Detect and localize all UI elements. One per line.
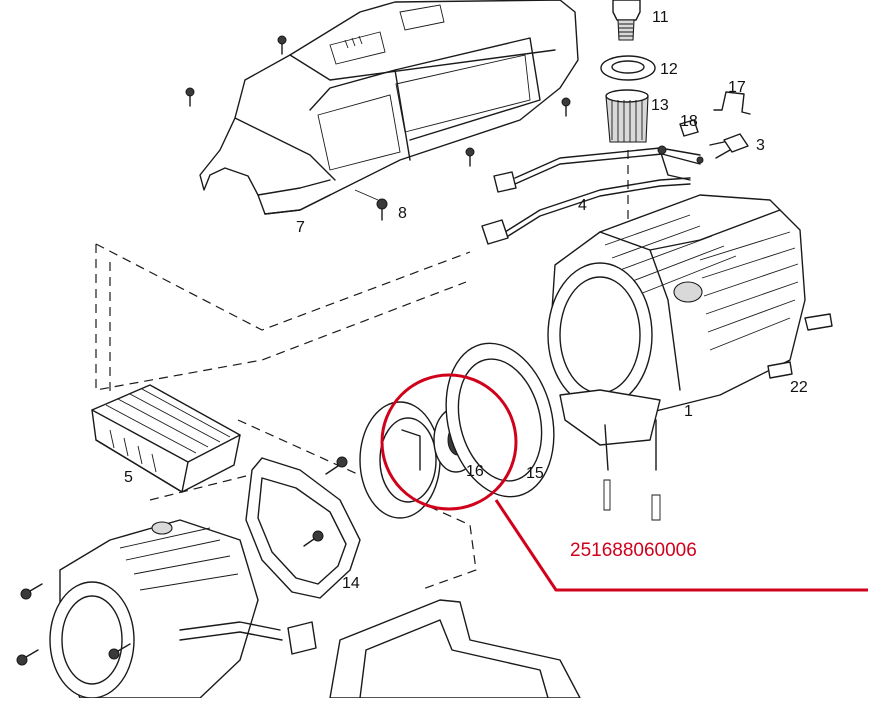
callout-leader-line [494,499,868,592]
label-12: 12 [660,61,678,78]
label-1: 1 [684,403,693,420]
part-4-wiring-harness [481,145,701,245]
label-15: 15 [526,465,544,482]
part-17-bracket [713,91,751,115]
callout-highlight-circle [380,373,518,511]
burner-cup [359,401,441,519]
assembly-guide-lines [95,150,629,591]
part-screw-burner [325,456,348,475]
label-5: 5 [124,469,133,486]
label-22: 22 [790,379,808,396]
label-11: 11 [652,9,669,26]
label-18: 18 [680,113,698,130]
label-16: 16 [466,463,484,480]
label-8: 8 [398,205,407,222]
part-13-screen-sleeve [605,89,649,143]
label-13: 13 [651,97,669,114]
bottom-cover [329,599,581,699]
part-labels: 11 12 13 17 18 3 8 7 4 22 1 5 16 15 14 [124,9,808,592]
label-17: 17 [728,79,746,96]
part-1-heat-exchanger [547,194,806,521]
blower-motor [16,519,317,699]
part-8-screws [185,35,571,221]
part-callout: 251688060006 [380,373,868,592]
part-11-glow-plug [612,0,641,41]
part-12-gasket-ring [600,55,656,81]
part-3-temperature-sensor [696,133,749,164]
label-14: 14 [342,575,360,592]
part-5-control-unit [91,384,241,493]
label-3: 3 [756,137,765,154]
part-14-gasket [245,457,361,599]
label-4: 4 [578,197,587,214]
part-22-clips [767,313,833,379]
label-7: 7 [296,219,305,236]
part-18-clip [679,119,699,137]
callout-part-number: 251688060006 [570,540,697,561]
part-7-housing-cover [199,0,579,215]
part-15-gasket [445,342,555,498]
